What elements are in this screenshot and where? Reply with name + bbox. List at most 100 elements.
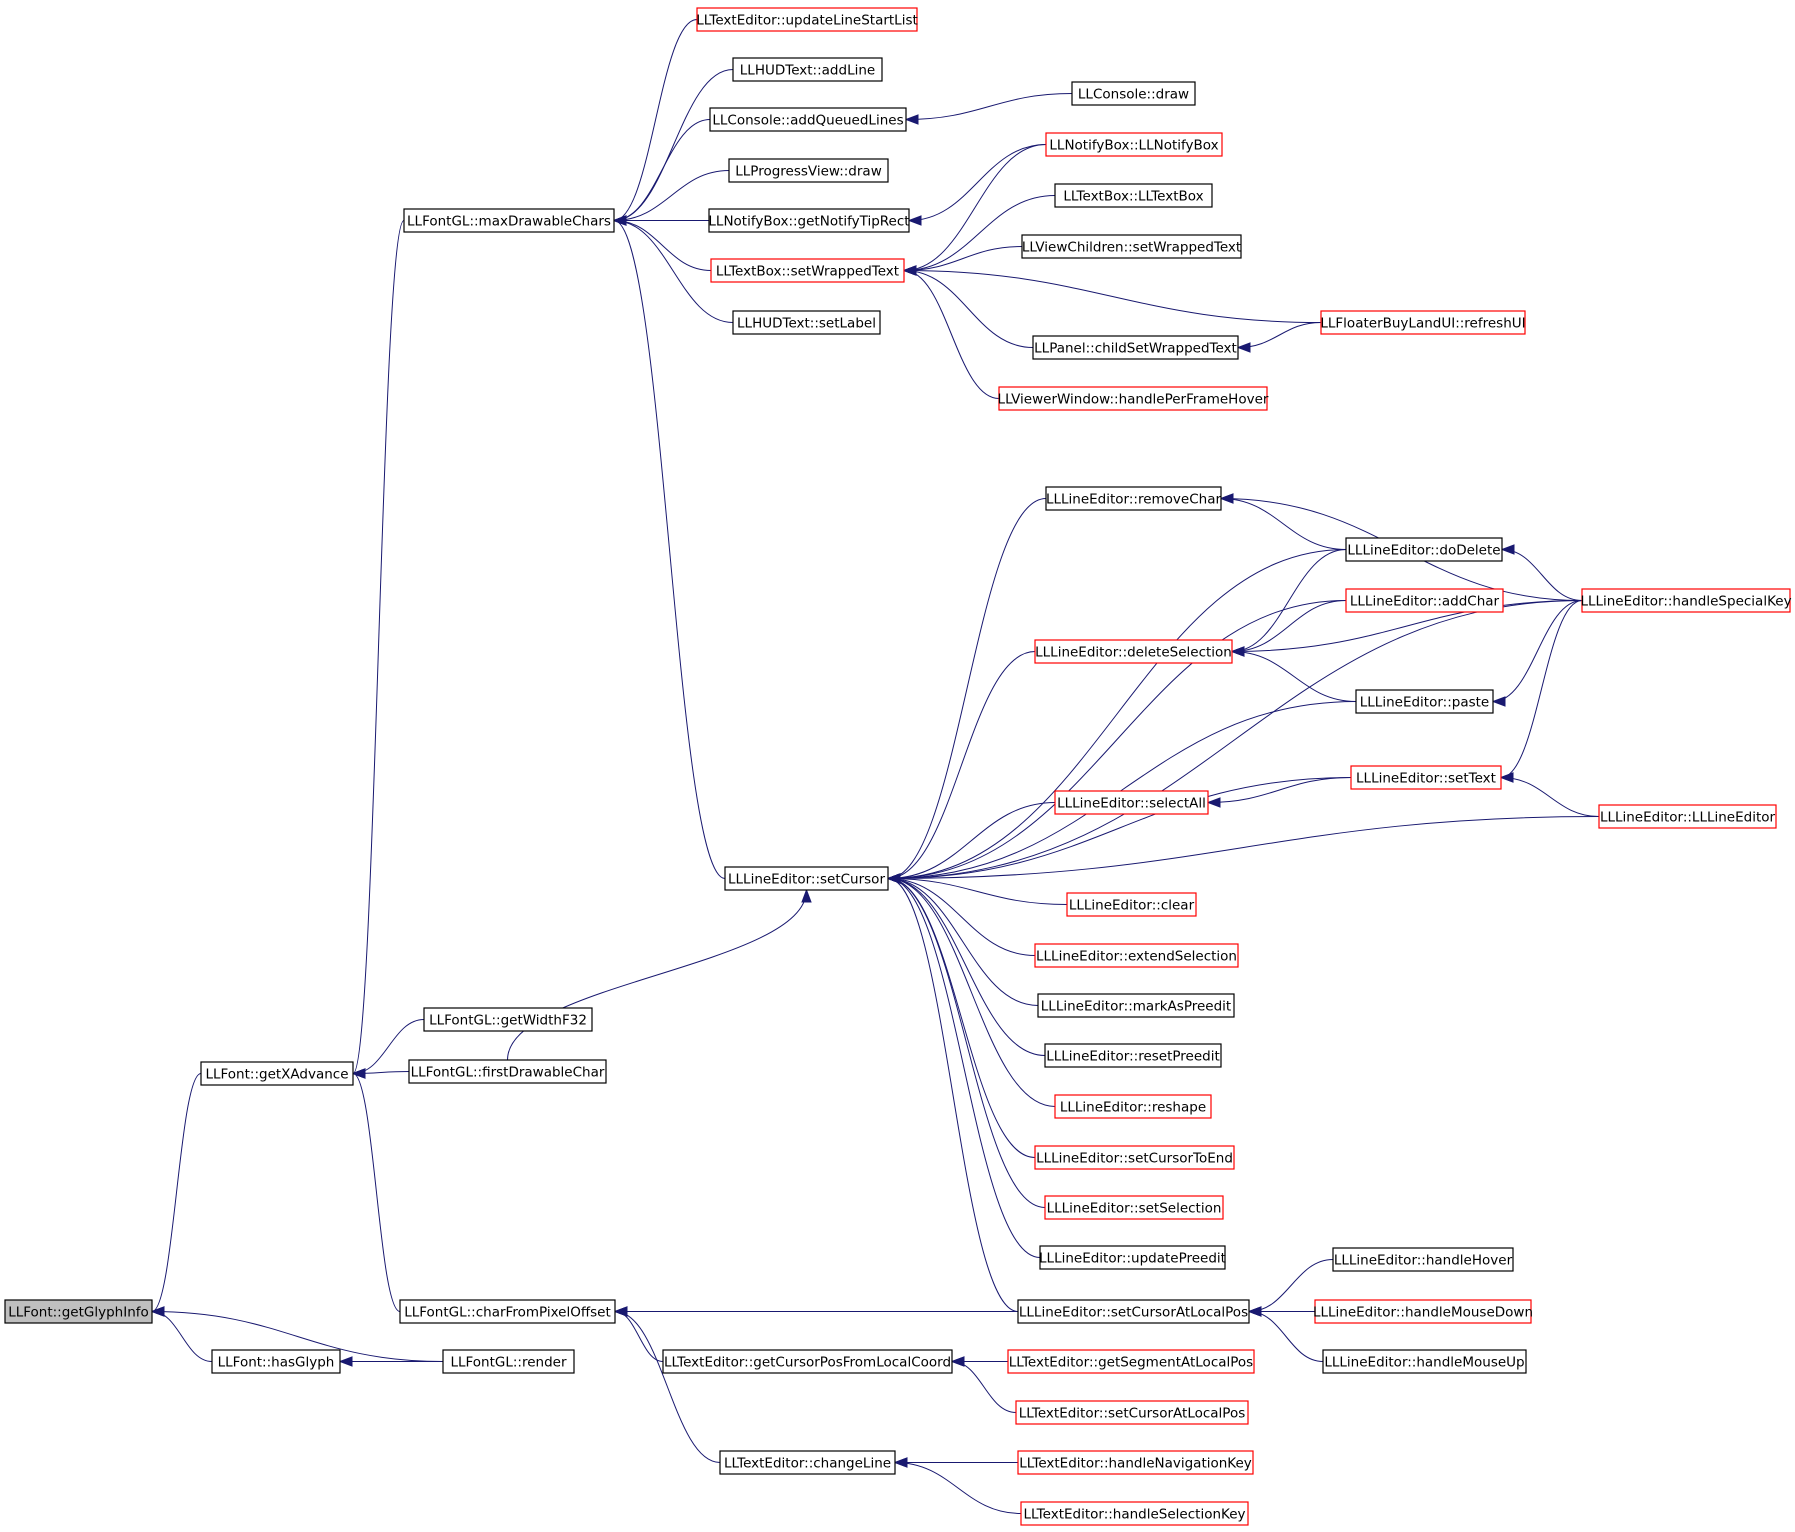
- graph-node-do-delete[interactable]: LLLineEditor::doDelete: [1345, 537, 1503, 562]
- graph-node-handle-mouse-down[interactable]: LLLineEditor::handleMouseDown: [1313, 1299, 1533, 1324]
- node-label: LLTextEditor::handleSelectionKey: [1024, 1507, 1246, 1523]
- node-label: LLTextBox::setWrappedText: [716, 264, 899, 280]
- graph-node-hud-set-label[interactable]: LLHUDText::setLabel: [732, 310, 881, 335]
- graph-node-notify-box-ctor[interactable]: LLNotifyBox::LLNotifyBox: [1045, 132, 1223, 157]
- graph-node-set-text[interactable]: LLLineEditor::setText: [1350, 765, 1502, 790]
- graph-node-child-set-wrapped-text[interactable]: LLPanel::childSetWrappedText: [1032, 335, 1239, 360]
- graph-node-delete-selection[interactable]: LLLineEditor::deleteSelection: [1034, 639, 1233, 664]
- edge-line: [887, 878, 1068, 905]
- graph-node-update-line-start-list[interactable]: LLTextEditor::updateLineStartList: [696, 7, 918, 32]
- edge-line: [887, 549, 1347, 879]
- graph-node-get-glyph-info[interactable]: LLFont::getGlyphInfo: [4, 1299, 153, 1324]
- edge-line: [894, 1462, 1022, 1514]
- arrowhead-icon: [801, 888, 812, 903]
- graph-node-get-segment-at-local-pos[interactable]: LLTextEditor::getSegmentAtLocalPos: [1007, 1349, 1255, 1374]
- edge-line: [887, 701, 1357, 879]
- graph-node-refresh-ui[interactable]: LLFloaterBuyLandUI::refreshUI: [1320, 310, 1526, 335]
- node-box: [1034, 1145, 1235, 1170]
- edge-line: [613, 220, 712, 271]
- node-label: LLTextEditor::handleNavigationKey: [1019, 1456, 1252, 1472]
- graph-node-handle-mouse-up[interactable]: LLLineEditor::handleMouseUp: [1322, 1349, 1527, 1374]
- graph-node-set-selection[interactable]: LLLineEditor::setSelection: [1044, 1195, 1224, 1220]
- graph-node-line-editor-ctor[interactable]: LLLineEditor::LLLineEditor: [1598, 804, 1777, 829]
- edge-line: [887, 600, 1347, 879]
- graph-node-le-set-cursor-at-local-pos[interactable]: LLLineEditor::setCursorAtLocalPos: [1017, 1299, 1250, 1324]
- node-box: [399, 1299, 616, 1324]
- node-label: LLLineEditor::LLLineEditor: [1600, 810, 1776, 826]
- call-edge-do-delete-to-remove-char: [1219, 493, 1347, 550]
- graph-node-handle-special-key[interactable]: LLLineEditor::handleSpecialKey: [1580, 588, 1792, 613]
- node-box: [709, 107, 907, 132]
- graph-node-handle-selection-key[interactable]: LLTextEditor::handleSelectionKey: [1020, 1501, 1249, 1526]
- edge-line: [614, 1311, 664, 1362]
- graph-node-change-line[interactable]: LLTextEditor::changeLine: [719, 1450, 896, 1475]
- graph-node-add-char[interactable]: LLLineEditor::addChar: [1345, 588, 1504, 613]
- graph-node-handle-per-frame-hover[interactable]: LLViewerWindow::handlePerFrameHover: [998, 386, 1269, 411]
- graph-node-has-glyph[interactable]: LLFont::hasGlyph: [211, 1349, 341, 1374]
- graph-node-text-box-ctor[interactable]: LLTextBox::LLTextBox: [1054, 183, 1213, 208]
- graph-node-set-cursor-to-end[interactable]: LLLineEditor::setCursorToEnd: [1034, 1145, 1235, 1170]
- edge-line: [887, 498, 1047, 879]
- node-box: [1054, 790, 1209, 815]
- node-box: [1332, 1247, 1514, 1272]
- node-box: [1581, 588, 1791, 613]
- node-label: LLLineEditor::setCursorAtLocalPos: [1019, 1305, 1248, 1321]
- node-box: [732, 57, 883, 82]
- call-edge-child-set-wrapped-text-to-tb-set-wrapped-text: [902, 265, 1034, 348]
- edge-line: [887, 878, 1036, 956]
- graph-node-first-drawable-char[interactable]: LLFontGL::firstDrawableChar: [408, 1059, 607, 1084]
- call-edge-handle-special-key-to-do-delete: [1500, 544, 1583, 601]
- graph-node-clear[interactable]: LLLineEditor::clear: [1066, 892, 1197, 917]
- graph-node-get-width-f32[interactable]: LLFontGL::getWidthF32: [423, 1007, 593, 1032]
- graph-node-handle-hover[interactable]: LLLineEditor::handleHover: [1332, 1247, 1514, 1272]
- node-label: LLLineEditor::deleteSelection: [1035, 645, 1232, 661]
- graph-node-set-cursor[interactable]: LLLineEditor::setCursor: [724, 866, 889, 891]
- graph-node-hud-add-line[interactable]: LLHUDText::addLine: [732, 57, 883, 82]
- graph-node-progress-draw[interactable]: LLProgressView::draw: [728, 158, 889, 183]
- call-edge-get-cursor-pos-from-local-coord-to-char-from-pixel-offset: [613, 1306, 664, 1362]
- graph-node-tb-set-wrapped-text[interactable]: LLTextBox::setWrappedText: [710, 258, 905, 283]
- graph-node-paste[interactable]: LLLineEditor::paste: [1355, 689, 1494, 714]
- node-box: [1007, 1349, 1255, 1374]
- graph-node-handle-navigation-key[interactable]: LLTextEditor::handleNavigationKey: [1017, 1450, 1254, 1475]
- graph-node-extend-selection[interactable]: LLLineEditor::extendSelection: [1034, 943, 1239, 968]
- graph-node-console-draw[interactable]: LLConsole::draw: [1071, 81, 1196, 106]
- node-box: [1355, 689, 1494, 714]
- edge-line: [1231, 600, 1347, 652]
- call-edge-te-set-cursor-at-local-pos-to-get-cursor-pos-from-local-coord: [950, 1356, 1017, 1413]
- arrowhead-icon: [150, 1306, 165, 1317]
- edge-line: [613, 170, 730, 221]
- arrowhead-icon: [893, 1457, 908, 1468]
- graph-node-max-drawable-chars[interactable]: LLFontGL::maxDrawableChars: [403, 208, 615, 233]
- graph-node-te-set-cursor-at-local-pos[interactable]: LLTextEditor::setCursorAtLocalPos: [1015, 1400, 1249, 1425]
- graph-node-get-xadvance[interactable]: LLFont::getXAdvance: [200, 1061, 354, 1086]
- node-box: [1598, 804, 1777, 829]
- graph-node-mark-as-preedit[interactable]: LLLineEditor::markAsPreedit: [1037, 993, 1235, 1018]
- call-edge-char-from-pixel-offset-to-get-xadvance: [351, 1068, 401, 1312]
- node-label: LLFontGL::render: [450, 1355, 567, 1371]
- arrowhead-icon: [886, 873, 901, 884]
- node-label: LLFontGL::maxDrawableChars: [407, 214, 611, 230]
- graph-node-get-notify-tip-rect[interactable]: LLNotifyBox::getNotifyTipRect: [708, 208, 910, 233]
- graph-node-update-preedit[interactable]: LLLineEditor::updatePreedit: [1039, 1245, 1226, 1270]
- graph-node-select-all[interactable]: LLLineEditor::selectAll: [1054, 790, 1209, 815]
- edge-line: [887, 816, 1600, 879]
- graph-node-render[interactable]: LLFontGL::render: [442, 1349, 575, 1374]
- arrowhead-icon: [902, 265, 917, 276]
- graph-node-vc-set-wrapped-text[interactable]: LLViewChildren::setWrappedText: [1021, 234, 1242, 259]
- node-box: [708, 208, 910, 233]
- edge-line: [887, 878, 1041, 1258]
- edge-line: [887, 651, 1036, 879]
- graph-node-get-cursor-pos-from-local-coord[interactable]: LLTextEditor::getCursorPosFromLocalCoord: [662, 1349, 953, 1374]
- node-box: [408, 1059, 607, 1084]
- graph-node-reset-preedit[interactable]: LLLineEditor::resetPreedit: [1044, 1043, 1222, 1068]
- node-box: [1020, 1501, 1249, 1526]
- graph-node-char-from-pixel-offset[interactable]: LLFontGL::charFromPixelOffset: [399, 1299, 616, 1324]
- graph-node-reshape[interactable]: LLLineEditor::reshape: [1054, 1094, 1212, 1119]
- call-edge-handle-mouse-up-to-le-set-cursor-at-local-pos: [1247, 1306, 1324, 1362]
- node-box: [1314, 1299, 1532, 1324]
- edge-line: [1231, 549, 1347, 652]
- graph-node-add-queued-lines[interactable]: LLConsole::addQueuedLines: [709, 107, 907, 132]
- graph-node-remove-char[interactable]: LLLineEditor::removeChar: [1045, 486, 1222, 511]
